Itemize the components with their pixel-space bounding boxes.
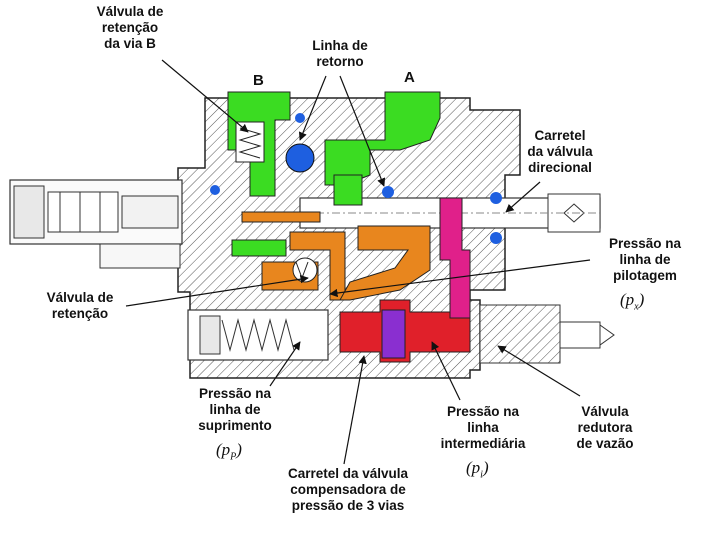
label-pilot-pressure: Pressão na linha de pilotagem	[590, 236, 700, 284]
label-directional-spool: Carretel da válvula direcional	[510, 128, 610, 176]
symbol-pi: (pi)	[466, 458, 489, 480]
label-compensator-spool: Carretel da válvula compensadora de pres…	[268, 466, 428, 514]
purple-spool-element	[382, 310, 405, 358]
symbol-pp: (pP)	[216, 440, 242, 462]
compensator-cylinder	[188, 310, 328, 360]
symbol-px: (px)	[620, 290, 644, 312]
flow-reducer-housing	[480, 305, 614, 363]
label-intermediate-pressure: Pressão na linha intermediária	[428, 404, 538, 452]
left-actuator	[10, 180, 182, 268]
label-check-valve: Válvula de retenção	[30, 290, 130, 322]
port-b-label: B	[253, 72, 264, 89]
label-return-line: Linha de retorno	[290, 38, 390, 70]
label-check-valve-b: Válvula de retenção da via B	[70, 4, 190, 52]
port-a-label: A	[404, 69, 415, 86]
label-supply-pressure: Pressão na linha de suprimento	[185, 386, 285, 434]
label-flow-reducer: Válvula redutora de vazão	[560, 404, 650, 452]
